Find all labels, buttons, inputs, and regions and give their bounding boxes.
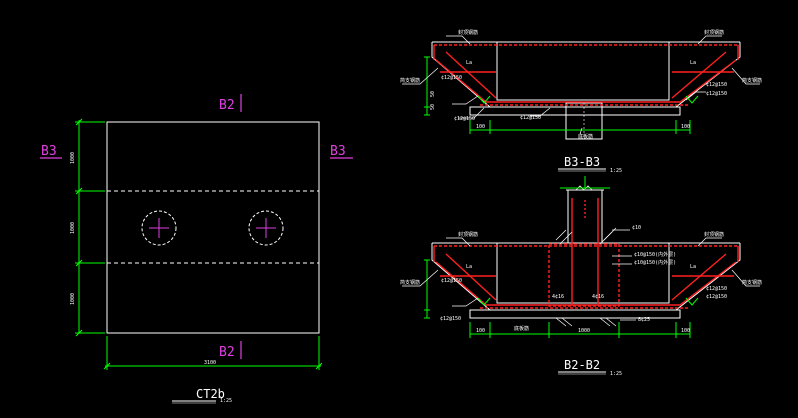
b3-scale: 1:25 [610, 168, 622, 174]
b2-rebar-tl: ¢12@150 [441, 278, 462, 284]
pile-circle-left [141, 210, 177, 246]
plan-scale: 1:25 [220, 398, 232, 404]
b2-label-ld-right: La [690, 264, 696, 270]
b2-rebar-tr: ¢12@150 [706, 286, 727, 292]
b2-leaders [402, 229, 760, 321]
b2-label-tl: 封顶钢筋 [458, 231, 478, 238]
b2-scale: 1:25 [610, 371, 622, 377]
section-b2: 100 100 1000 封顶钢筋 封顶钢筋 简支钢筋 简支钢筋 ¢10 ¢10… [400, 176, 762, 377]
plan-bottom-dimension [103, 336, 323, 370]
plan-left-dimension [75, 118, 105, 337]
b3-label-ld-right: La [690, 60, 696, 66]
b3-rebar-tr: ¢12@150 [706, 82, 727, 88]
section-mark-b3-left: B3 [41, 144, 57, 159]
plan-dim-left-mid: 1000 [70, 222, 76, 234]
b3-label-tl: 封顶钢筋 [458, 29, 478, 36]
b2-rebar-top-center: ¢10 [632, 225, 641, 231]
b2-rebar-col-b: 4¢16 [592, 294, 604, 300]
plan-dim-left-bot: 1000 [70, 293, 76, 305]
b2-rebar-right-a: ¢10@150(内外层) [634, 251, 676, 258]
b2-rebar-right-b: ¢10@150(内外层) [634, 259, 676, 266]
pile-circle-right [248, 210, 284, 246]
b3-rebar-tl: ¢12@150 [441, 75, 462, 81]
b3-label-mr: 简支钢筋 [742, 77, 762, 84]
b3-inner-box [496, 41, 670, 101]
plan-dim-left-top: 1000 [70, 152, 76, 164]
b3-label-ml: 简支钢筋 [400, 77, 420, 84]
b3-rebar [433, 44, 739, 106]
b3-label-bottom: 底板筋 [578, 133, 593, 140]
b2-dim-right: 100 [681, 328, 690, 334]
b3-rebar-br: ¢12@150 [706, 91, 727, 97]
plan-outline [106, 121, 320, 334]
plan-title: CT2b [196, 387, 225, 401]
b2-label-tr: 封顶钢筋 [704, 231, 724, 238]
b2-dimensions [424, 176, 691, 338]
b2-rebar-br: ¢12@150 [706, 294, 727, 300]
plan-dim-bottom: 3100 [204, 360, 216, 366]
b3-label-tr: 封顶钢筋 [704, 29, 724, 36]
b3-dim-left: 100 [476, 124, 485, 130]
b2-rebar-bl: ¢12@150 [440, 316, 461, 322]
section-b3: 100 100 50 50 封顶钢筋 封顶钢筋 简支钢筋 简支钢筋 ¢12@15… [400, 29, 762, 174]
b3-label-ld-left: La [466, 60, 472, 66]
section-mark-b3-right: B3 [330, 144, 346, 159]
b2-column-rebar [548, 198, 620, 307]
b3-dimensions [424, 56, 691, 134]
b3-rebar-bottom: ¢12@150 [520, 115, 541, 121]
b3-dim-mid-right: 50 [430, 104, 436, 110]
b3-dim-right: 100 [681, 124, 690, 130]
b2-base-slab [469, 309, 681, 319]
b2-rebar [433, 245, 739, 309]
section-mark-b2-top: B2 [219, 98, 235, 113]
plan-view: 1000 1000 1000 3100 B2 B2 B3 B3 CT2b 1:2… [40, 94, 353, 404]
b2-dim-left: 100 [476, 328, 485, 334]
b3-title: B3-B3 [564, 155, 600, 169]
b3-rebar-bl: ¢12@150 [454, 116, 475, 122]
b3-leaders [402, 35, 760, 135]
b2-label-ml: 简支钢筋 [400, 279, 420, 286]
b2-label-mr: 简支钢筋 [742, 279, 762, 286]
b2-rebar-right-bottom: 8¢25 [638, 317, 650, 323]
b2-rebar-col-a: 4¢16 [552, 294, 564, 300]
b2-dim-center: 1000 [578, 328, 590, 334]
b2-title: B2-B2 [564, 358, 600, 372]
b3-base-slab [469, 106, 681, 116]
b2-label-bottom: 底板筋 [514, 325, 529, 332]
b2-label-ld-left: La [466, 264, 472, 270]
b2-level-markers [477, 297, 699, 306]
section-mark-b2-bottom: B2 [219, 345, 235, 360]
b3-dim-mid-left: 50 [430, 91, 436, 97]
b3-concrete-outline [431, 42, 741, 108]
b3-level-markers [477, 95, 699, 104]
